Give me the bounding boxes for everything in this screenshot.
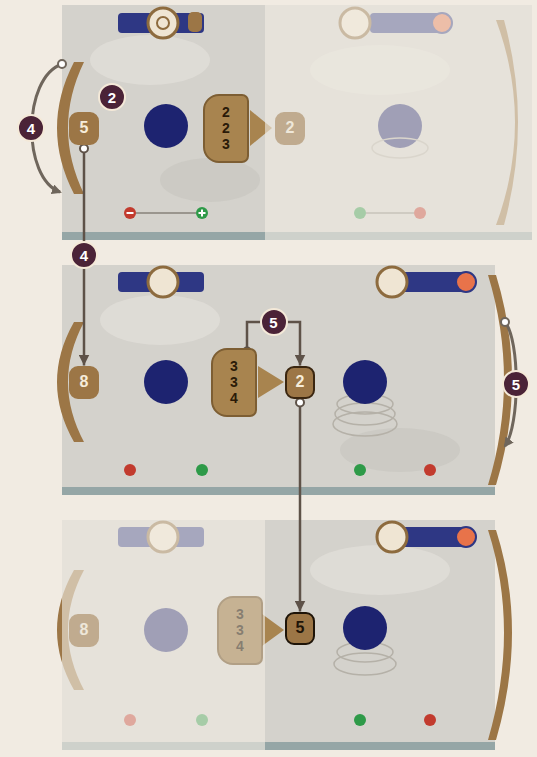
board-panel	[62, 5, 532, 240]
color-wheel-icon	[456, 272, 476, 292]
value-number: 4	[236, 638, 244, 654]
tab-point	[258, 366, 284, 398]
gear-icon	[148, 267, 178, 297]
minus-icon	[424, 714, 436, 726]
leader-arrow	[296, 399, 304, 612]
value-number: 5	[296, 619, 305, 637]
value-tab: 334	[211, 348, 257, 417]
plus-icon	[354, 464, 366, 476]
value-number: 2	[286, 119, 295, 137]
plus-icon	[199, 210, 206, 217]
cylinder-icon	[188, 12, 202, 32]
color-wheel-icon	[456, 527, 476, 547]
gear-icon	[377, 522, 407, 552]
minus-icon	[424, 464, 436, 476]
minus-icon	[127, 212, 134, 214]
disc	[343, 360, 387, 404]
value-number: 3	[236, 622, 244, 638]
value-tab: 223	[203, 94, 249, 163]
disc	[144, 104, 188, 148]
board-edge	[62, 487, 495, 495]
value-tab: 334	[217, 596, 263, 665]
disc-ring	[334, 653, 396, 675]
value-pill: 5	[69, 112, 99, 145]
value-number: 3	[230, 358, 238, 374]
track-line	[136, 212, 196, 214]
callout-number: 4	[70, 241, 98, 269]
board-panel	[62, 265, 495, 495]
value-number: 2	[222, 104, 230, 120]
board-panel	[57, 265, 516, 495]
plus-icon	[196, 207, 208, 219]
plus-icon	[354, 714, 366, 726]
value-number: 8	[80, 621, 89, 639]
disc	[343, 606, 387, 650]
stone-texture	[160, 158, 260, 202]
gear-icon	[157, 17, 169, 29]
value-pill: 8	[69, 366, 99, 399]
callout-number: 5	[260, 308, 288, 336]
leader-line	[299, 399, 302, 612]
gear-icon	[377, 267, 407, 297]
value-number: 2	[222, 120, 230, 136]
fade-overlay	[62, 520, 265, 750]
value-number: 8	[80, 373, 89, 391]
value-number: 3	[230, 374, 238, 390]
value-number: 4	[230, 390, 238, 406]
value-number: 2	[296, 373, 305, 391]
plus-icon	[196, 464, 208, 476]
disc	[144, 360, 188, 404]
value-number: 3	[236, 606, 244, 622]
value-number: 5	[80, 119, 89, 137]
gear-icon	[148, 8, 178, 38]
leader-dot	[80, 145, 88, 153]
value-pill: 8	[69, 614, 99, 647]
fade-overlay	[265, 5, 532, 240]
arrow-start-dot	[501, 318, 509, 326]
value-pill: 2	[275, 112, 305, 145]
board-panel	[57, 520, 512, 750]
disc-ring	[335, 403, 395, 425]
arrow-start-dot	[58, 60, 66, 68]
disc-ring	[333, 412, 397, 436]
stone-texture	[100, 295, 220, 345]
stone-texture	[90, 35, 210, 85]
board-panel	[62, 520, 495, 750]
value-number: 3	[222, 136, 230, 152]
value-pill: 2	[285, 366, 315, 399]
callout-number: 4	[17, 114, 45, 142]
stone-texture	[310, 545, 450, 595]
arc-band	[488, 530, 512, 740]
value-pill: 5	[285, 612, 315, 645]
callout-number: 2	[98, 83, 126, 111]
board-panel	[32, 5, 532, 240]
tab-point	[262, 614, 284, 646]
leader-dot	[296, 399, 304, 407]
minus-icon	[124, 464, 136, 476]
minus-icon	[124, 207, 136, 219]
callout-number: 5	[502, 370, 530, 398]
